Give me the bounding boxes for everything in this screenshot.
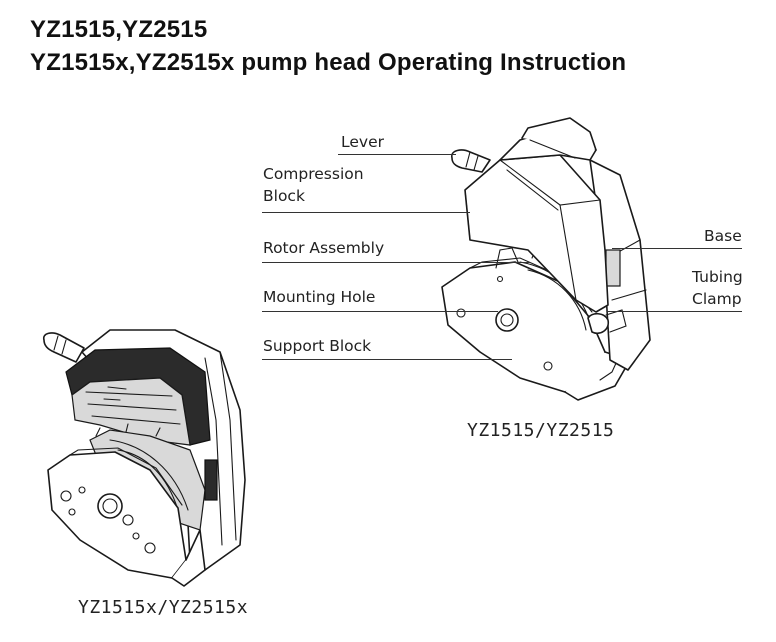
caption-yz1515x-yz2515x: YZ1515x/YZ2515x xyxy=(78,597,249,618)
leader-line-tubing-clamp xyxy=(608,311,742,312)
label-compression: Compression xyxy=(263,165,364,183)
label-support-block: Support Block xyxy=(263,337,372,355)
leader-line-support-block xyxy=(262,359,512,360)
label-lever: Lever xyxy=(341,133,384,151)
label-clamp: Clamp xyxy=(692,290,742,308)
leader-line-base xyxy=(612,248,742,249)
label-block: Block xyxy=(263,187,305,205)
leader-line-mounting-hole xyxy=(262,311,498,312)
label-rotor-assembly: Rotor Assembly xyxy=(263,239,385,257)
document-title: YZ1515,YZ2515 xyxy=(30,16,208,43)
label-mounting-hole: Mounting Hole xyxy=(263,288,376,306)
leader-line-compression-block xyxy=(262,212,470,213)
leader-line-rotor-assembly xyxy=(262,262,530,263)
leader-line-lever xyxy=(338,154,456,155)
document-subtitle: YZ1515x,YZ2515x pump head Operating Inst… xyxy=(30,49,627,76)
label-base: Base xyxy=(704,227,742,245)
caption-yz1515-yz2515: YZ1515/YZ2515 xyxy=(467,420,615,441)
label-tubing: Tubing xyxy=(692,268,743,286)
